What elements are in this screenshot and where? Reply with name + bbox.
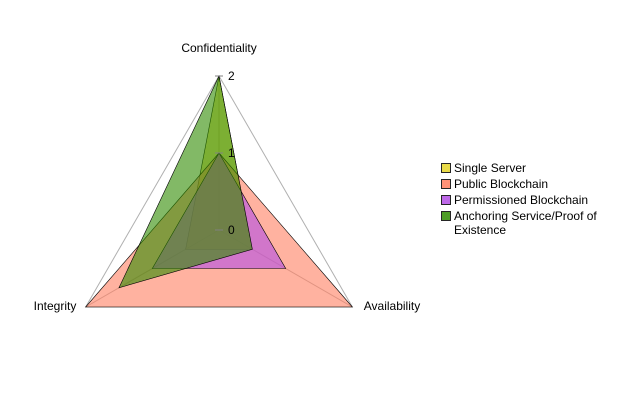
legend-item: Permissioned Blockchain xyxy=(441,193,626,207)
tick-label: 1 xyxy=(228,146,235,160)
tick-label: 0 xyxy=(228,223,235,237)
series-area-3 xyxy=(118,75,253,289)
legend-swatch xyxy=(441,179,451,189)
legend-swatch xyxy=(441,163,451,173)
tick-label: 2 xyxy=(228,69,235,83)
axis-label-confidentiality: Confidentiality xyxy=(181,41,256,55)
legend-swatch xyxy=(441,211,451,221)
legend-item: Single Server xyxy=(441,161,626,175)
legend-item: Anchoring Service/Proof of Existence xyxy=(441,209,626,237)
radar-series xyxy=(84,75,354,308)
legend-label: Single Server xyxy=(454,161,527,175)
legend-label: Anchoring Service/Proof of Existence xyxy=(454,209,597,237)
legend-label: Permissioned Blockchain xyxy=(454,193,589,207)
radar-ticks: 0 1 2 xyxy=(215,69,235,237)
legend-item: Public Blockchain xyxy=(441,177,626,191)
axis-label-availability: Availability xyxy=(364,299,420,313)
legend-swatch xyxy=(441,195,451,205)
legend-label: Public Blockchain xyxy=(454,177,549,191)
axis-label-integrity: Integrity xyxy=(34,299,77,313)
